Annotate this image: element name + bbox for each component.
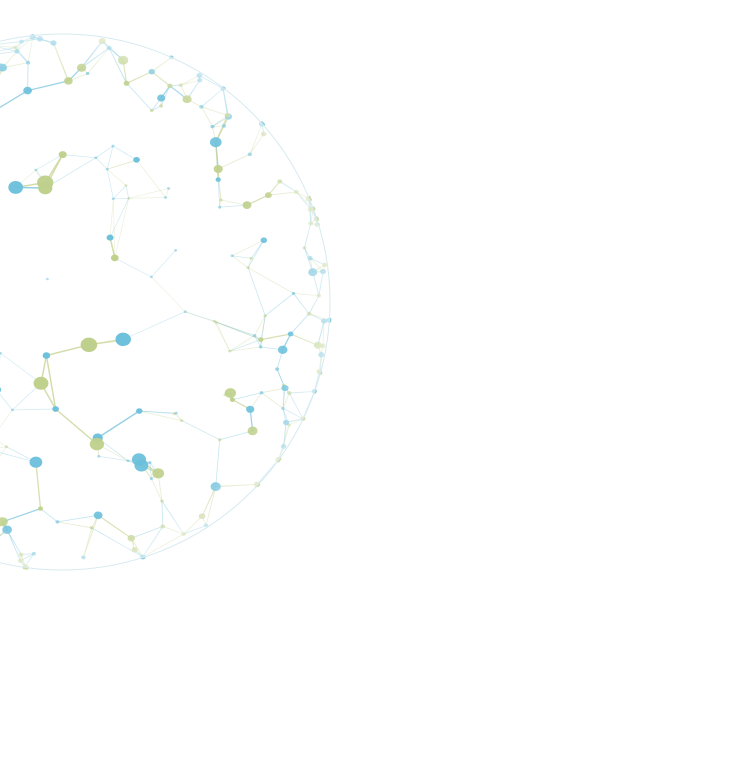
globe-rim <box>0 33 331 571</box>
